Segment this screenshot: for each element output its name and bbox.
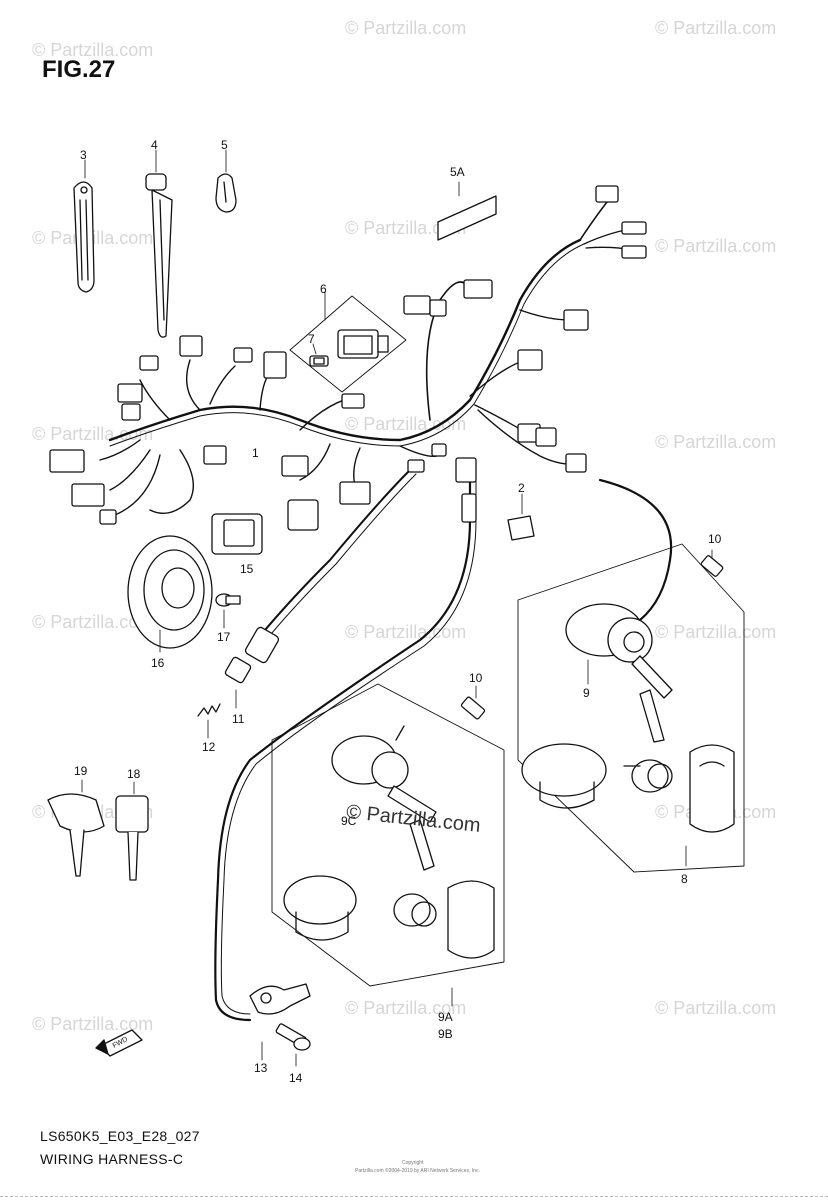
watermark: © Partzilla.com bbox=[32, 612, 154, 632]
part-2-terminal bbox=[507, 493, 535, 541]
callout-15: 15 bbox=[240, 562, 254, 576]
part-10-screw bbox=[460, 549, 724, 720]
watermark: © Partzilla.com bbox=[345, 414, 467, 434]
callout-19: 19 bbox=[74, 764, 88, 778]
part-9a-lock-set bbox=[271, 683, 505, 1007]
part-19-key bbox=[47, 779, 105, 877]
part-15-connector bbox=[211, 513, 263, 555]
callout-14: 14 bbox=[289, 1071, 303, 1085]
part-14-bolt bbox=[275, 1023, 311, 1067]
part-6-relay-box bbox=[289, 291, 407, 393]
callout-8: 8 bbox=[681, 872, 688, 886]
watermark: © Partzilla.com bbox=[32, 1014, 154, 1034]
callout-10-lower: 10 bbox=[469, 671, 483, 685]
part-5-clamp bbox=[215, 149, 237, 213]
watermark: © Partzilla.com bbox=[345, 622, 467, 642]
forward-arrow-icon: FWD bbox=[95, 1029, 143, 1057]
watermark: © Partzilla.com bbox=[655, 998, 777, 1018]
callout-9a: 9A bbox=[438, 1010, 453, 1024]
watermark: © Partzilla.com bbox=[655, 18, 777, 38]
part-11-switch bbox=[224, 626, 280, 709]
callout-18: 18 bbox=[127, 767, 141, 781]
callout-7: 7 bbox=[308, 332, 315, 346]
model-code: LS650K5_E03_E28_027 bbox=[40, 1128, 200, 1144]
callout-11: 11 bbox=[232, 712, 245, 726]
watermark: © Partzilla.com bbox=[345, 998, 467, 1018]
callout-5: 5 bbox=[221, 138, 228, 152]
part-13-sensor bbox=[249, 983, 311, 1061]
part-8-lock-set bbox=[517, 543, 745, 873]
callout-16: 16 bbox=[151, 656, 165, 670]
callout-1: 1 bbox=[252, 446, 259, 460]
part-18-key bbox=[115, 781, 149, 881]
callout-2: 2 bbox=[518, 481, 525, 495]
section-name: WIRING HARNESS-C bbox=[40, 1151, 184, 1167]
callout-5a: 5A bbox=[450, 165, 465, 179]
figure-title: FIG.27 bbox=[42, 56, 116, 83]
bottom-divider bbox=[0, 1196, 828, 1197]
callout-9: 9 bbox=[583, 686, 590, 700]
watermark: © Partzilla.com bbox=[655, 432, 777, 452]
copyright-line-1: Copyright bbox=[402, 1160, 424, 1166]
part-17-bolt bbox=[215, 593, 241, 629]
callout-4: 4 bbox=[151, 138, 158, 152]
harness-connectors bbox=[49, 185, 647, 531]
watermark: © Partzilla.com bbox=[32, 424, 154, 444]
callout-9b: 9B bbox=[438, 1027, 453, 1041]
copyright-line-2: Partzilla.com ©2004-2019 by ARI Network … bbox=[355, 1168, 480, 1174]
callout-9c: 9C bbox=[341, 814, 357, 828]
watermark: © Partzilla.com bbox=[655, 236, 777, 256]
watermark: © Partzilla.com bbox=[345, 18, 467, 38]
callout-3: 3 bbox=[80, 148, 87, 162]
callout-10-upper: 10 bbox=[708, 532, 722, 546]
part-16-horn bbox=[127, 535, 213, 653]
callout-12: 12 bbox=[202, 740, 216, 754]
callout-17: 17 bbox=[217, 630, 231, 644]
callout-13: 13 bbox=[254, 1061, 268, 1075]
watermark: © Partzilla.com bbox=[655, 622, 777, 642]
part-5a-label bbox=[437, 181, 497, 241]
watermark: © Partzilla.com bbox=[345, 218, 467, 238]
watermark: © Partzilla.com bbox=[32, 40, 154, 60]
part-3-strap bbox=[73, 159, 95, 293]
callout-6: 6 bbox=[320, 282, 327, 296]
part-12-spring bbox=[197, 703, 221, 739]
part-4-cable-tie bbox=[145, 149, 173, 338]
